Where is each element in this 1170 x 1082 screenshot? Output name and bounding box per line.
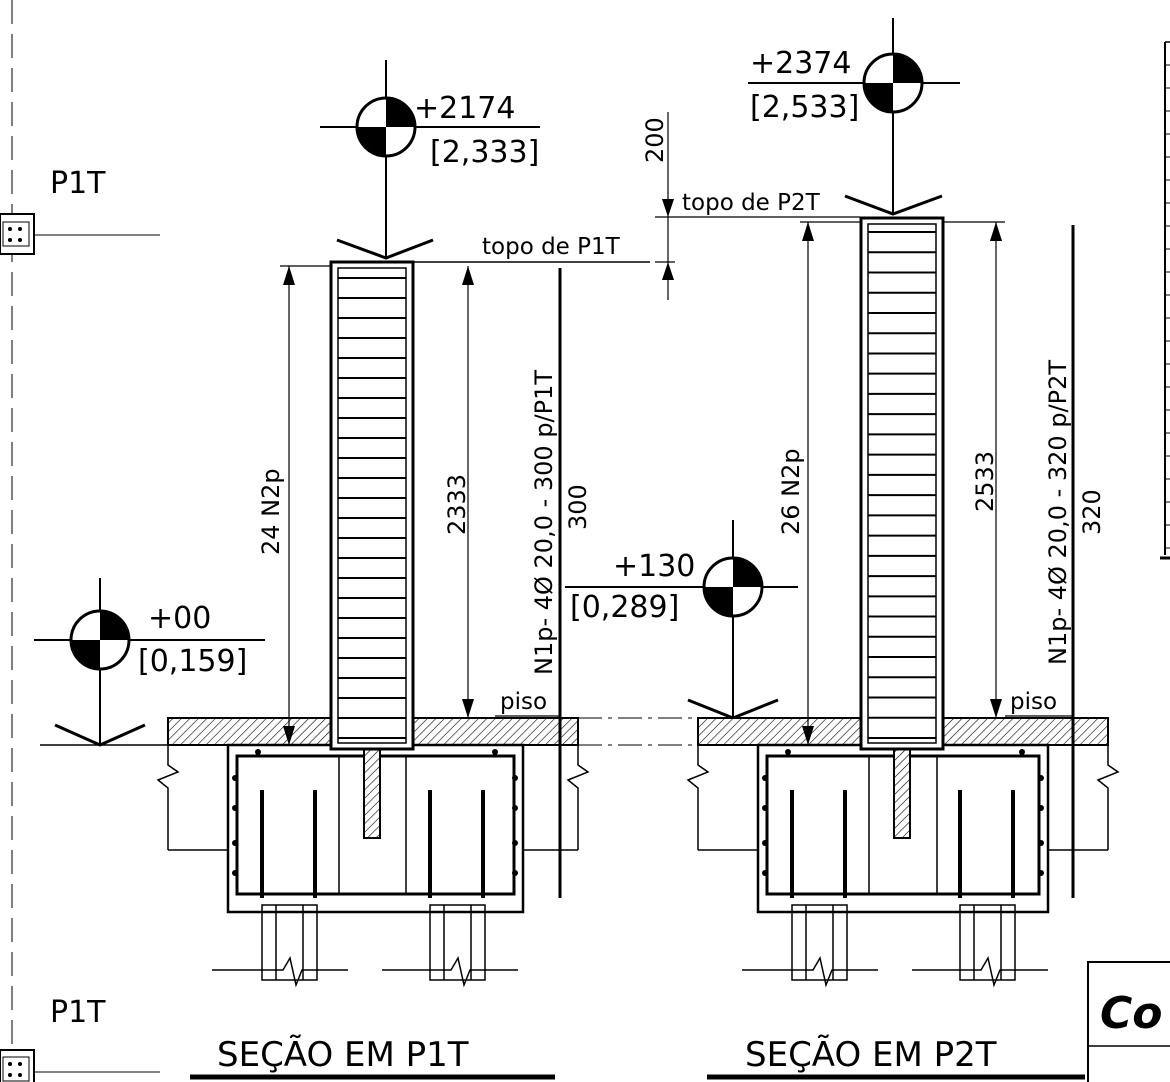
- stamp-partial-text: Co: [1100, 988, 1163, 1039]
- height-dim-left: 2333: [443, 474, 471, 535]
- table-rules: [1165, 64, 1170, 549]
- height-dim-right: 2533: [971, 451, 999, 512]
- bar-length-right: 320: [1078, 489, 1106, 535]
- floor-note-right: piso: [1010, 689, 1057, 715]
- gap-dim-200: 200: [641, 117, 669, 163]
- left-border: [11, 0, 160, 1082]
- title-stamp: Co: [1087, 961, 1170, 1082]
- floor-note-left: piso: [500, 689, 547, 715]
- grid-marker-bottom: [0, 1049, 35, 1082]
- pillar-label-bottom: P1T: [50, 995, 106, 1030]
- stirrups-label-left: 24 N2p: [257, 468, 285, 555]
- stirrups-p1t: [338, 277, 406, 739]
- bar-length-left: 300: [564, 484, 592, 530]
- pillar-label-top: P1T: [50, 166, 106, 201]
- level-top-left-value: +2174: [414, 91, 515, 126]
- top-note-left: topo de P1T: [482, 234, 621, 260]
- level-marker-top-left: [320, 96, 540, 158]
- level-marker-top-right: [748, 52, 960, 114]
- column-p2t: [859, 216, 945, 751]
- level-middle-bracket: [0,289]: [570, 590, 679, 625]
- level-middle-value: +130: [613, 549, 695, 584]
- level-base-left-value: +00: [148, 601, 211, 636]
- section-right-title: SEÇÃO EM P2T: [745, 1035, 997, 1075]
- column-p1t: [329, 260, 415, 751]
- level-top-left-bracket: [2,333]: [430, 135, 539, 170]
- level-marker-base-left: [34, 609, 265, 671]
- stirrups-p2t: [868, 231, 936, 739]
- bar-label-left: N1p- 4Ø 20,0 - 300 p/P1T: [530, 370, 558, 675]
- level-base-left-bracket: [0,159]: [138, 644, 247, 679]
- level-top-right-value: +2374: [750, 46, 851, 81]
- top-note-right: topo de P2T: [682, 190, 821, 216]
- right-edge-table: [1160, 41, 1170, 560]
- level-top-right-bracket: [2,533]: [750, 90, 859, 125]
- section-p2t: +2374 [2,533] topo de P2T 26 N2p 2533 N1…: [682, 18, 1120, 1080]
- stirrups-label-right: 26 N2p: [777, 448, 805, 535]
- middle-annotations: 200 +130 [0,289]: [565, 112, 860, 746]
- section-left-title: SEÇÃO EM P1T: [217, 1035, 469, 1075]
- section-p1t: +2174 [2,333] topo de P1T 24 N2p 2333 N1…: [34, 60, 650, 1080]
- bar-label-right: N1p- 4Ø 20,0 - 320 p/P2T: [1044, 360, 1072, 665]
- grid-marker-top: [0, 213, 35, 255]
- level-marker-middle: [565, 556, 798, 618]
